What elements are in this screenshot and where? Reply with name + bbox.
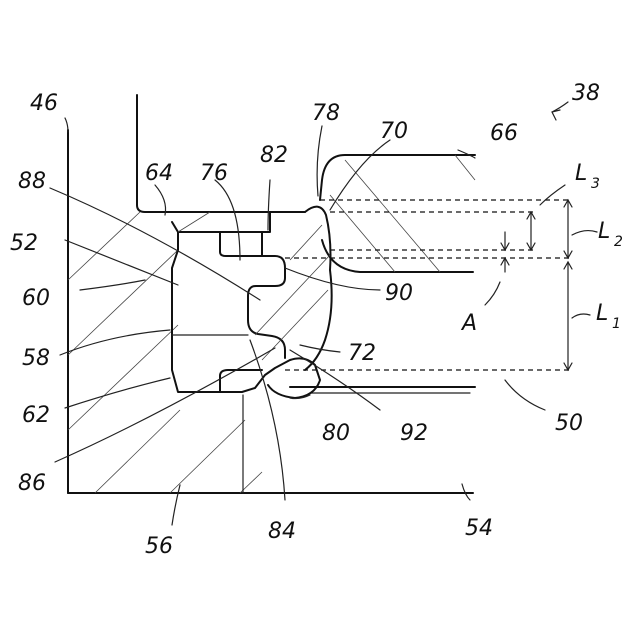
label-88: 88: [18, 169, 46, 194]
label-86: 86: [18, 471, 46, 496]
label-82: 82: [260, 143, 288, 168]
label-70: 70: [380, 119, 408, 144]
seal-groove-upper: [220, 232, 262, 256]
label-92: 92: [400, 421, 428, 446]
label-62: 62: [22, 403, 50, 428]
housing-hatching: [68, 212, 262, 493]
label-78: 78: [312, 101, 340, 126]
label-64: 64: [145, 161, 173, 186]
seal-ring: [172, 207, 332, 398]
label-L2-sub: 2: [614, 234, 623, 250]
label-90: 90: [385, 281, 413, 306]
label-76: 76: [200, 161, 228, 186]
label-56: 56: [145, 534, 173, 559]
seal-ring-outline: [172, 222, 320, 398]
label-L1: L: [596, 301, 608, 326]
label-L3: L: [575, 161, 587, 186]
label-50: 50: [555, 411, 583, 436]
seal-lip-outer: [305, 207, 332, 370]
label-L1-sub: 1: [612, 316, 621, 332]
label-L3-sub: 3: [591, 176, 600, 192]
counter-part-top-edge: [320, 155, 475, 200]
label-72: 72: [348, 341, 376, 366]
leader-lines: [50, 102, 597, 525]
label-46: 46: [30, 91, 58, 116]
label-80: 80: [322, 421, 350, 446]
housing-groove-top: [137, 205, 305, 212]
label-58: 58: [22, 346, 50, 371]
reference-labels: 46 38 78 70 66 88 64 76 82 52 60 58 62 8…: [10, 81, 623, 559]
seal-ring-top: [178, 212, 270, 232]
label-A: A: [460, 311, 477, 336]
counter-part-lower-edge: [322, 240, 473, 272]
label-52: 52: [10, 231, 38, 256]
label-38: 38: [572, 81, 600, 106]
label-60: 60: [22, 286, 50, 311]
label-L2: L: [598, 219, 610, 244]
label-84: 84: [268, 519, 296, 544]
label-66: 66: [490, 121, 518, 146]
label-54: 54: [465, 516, 493, 541]
seal-profile-step: [248, 256, 285, 358]
